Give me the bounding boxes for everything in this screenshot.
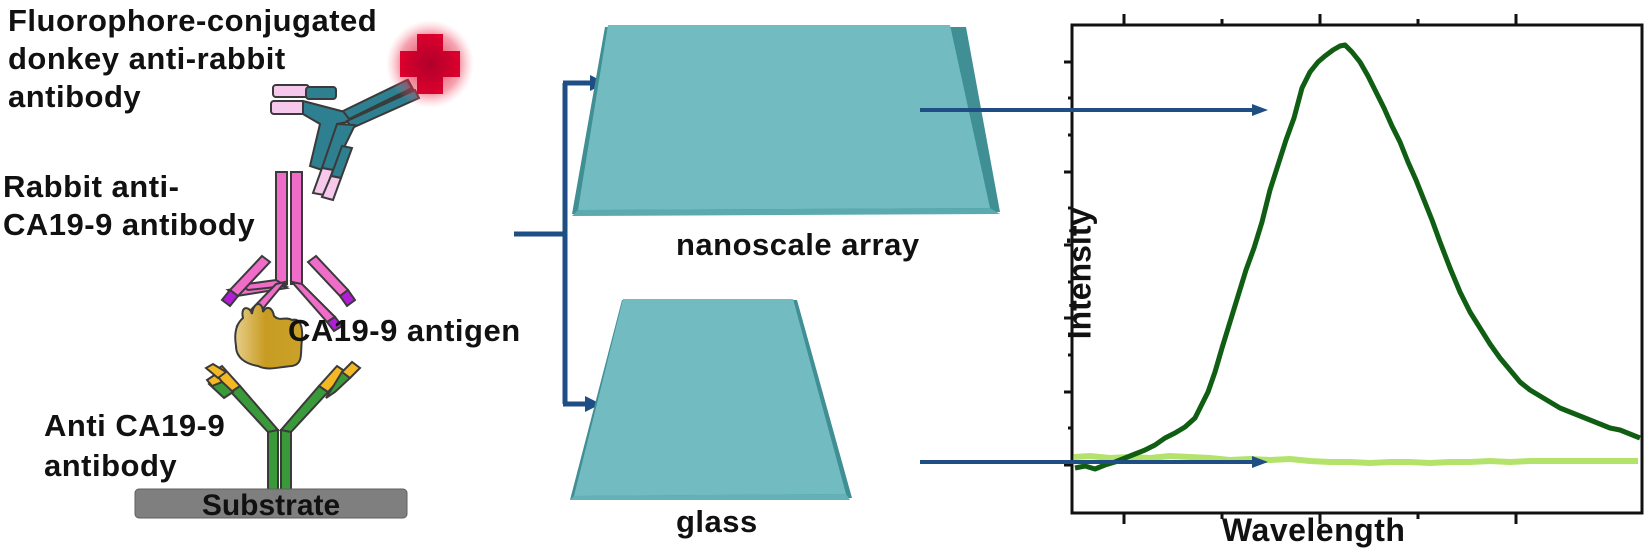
arrow-nanoscale-to-chart — [920, 104, 1268, 116]
spectrum-chart — [1064, 14, 1644, 524]
glass-spectrum-line — [1073, 453, 1638, 466]
chart-x-axis-label: Wavelength — [1222, 512, 1406, 548]
secondary-antibody-label-line3: antibody — [8, 79, 142, 114]
arrow-head-to-glass-icon — [585, 396, 601, 412]
fluorophore-icon — [386, 20, 474, 108]
glass-substrate-icon — [570, 299, 852, 500]
secondary-antibody-label-line2: donkey anti-rabbit — [8, 41, 286, 76]
antigen-icon — [234, 303, 304, 370]
nanoscale-array-icon — [572, 25, 1000, 216]
arrow-glass-to-chart — [920, 456, 1268, 468]
capture-antibody-icon — [204, 360, 362, 493]
antigen-label: CA19-9 antigen — [288, 313, 521, 348]
substrate-label: Substrate — [201, 489, 341, 522]
substrate-bar — [134, 488, 408, 519]
capture-antibody-label-line1: Anti CA19-9 — [44, 408, 226, 443]
capture-antibody-label-line2: antibody — [44, 448, 178, 483]
chart-y-axis-label: Intensity — [1061, 207, 1098, 340]
glass-label: glass — [676, 504, 758, 539]
nanoscale-array-label: nanoscale array — [676, 227, 920, 262]
primary-antibody-label-line2: CA19-9 antibody — [3, 207, 256, 242]
branch-arrow — [514, 80, 592, 407]
secondary-antibody-label-line1: Fluorophore-conjugated — [8, 3, 378, 38]
primary-antibody-label-line1: Rabbit anti- — [3, 169, 180, 204]
nanoscale-spectrum-line — [1074, 42, 1641, 472]
